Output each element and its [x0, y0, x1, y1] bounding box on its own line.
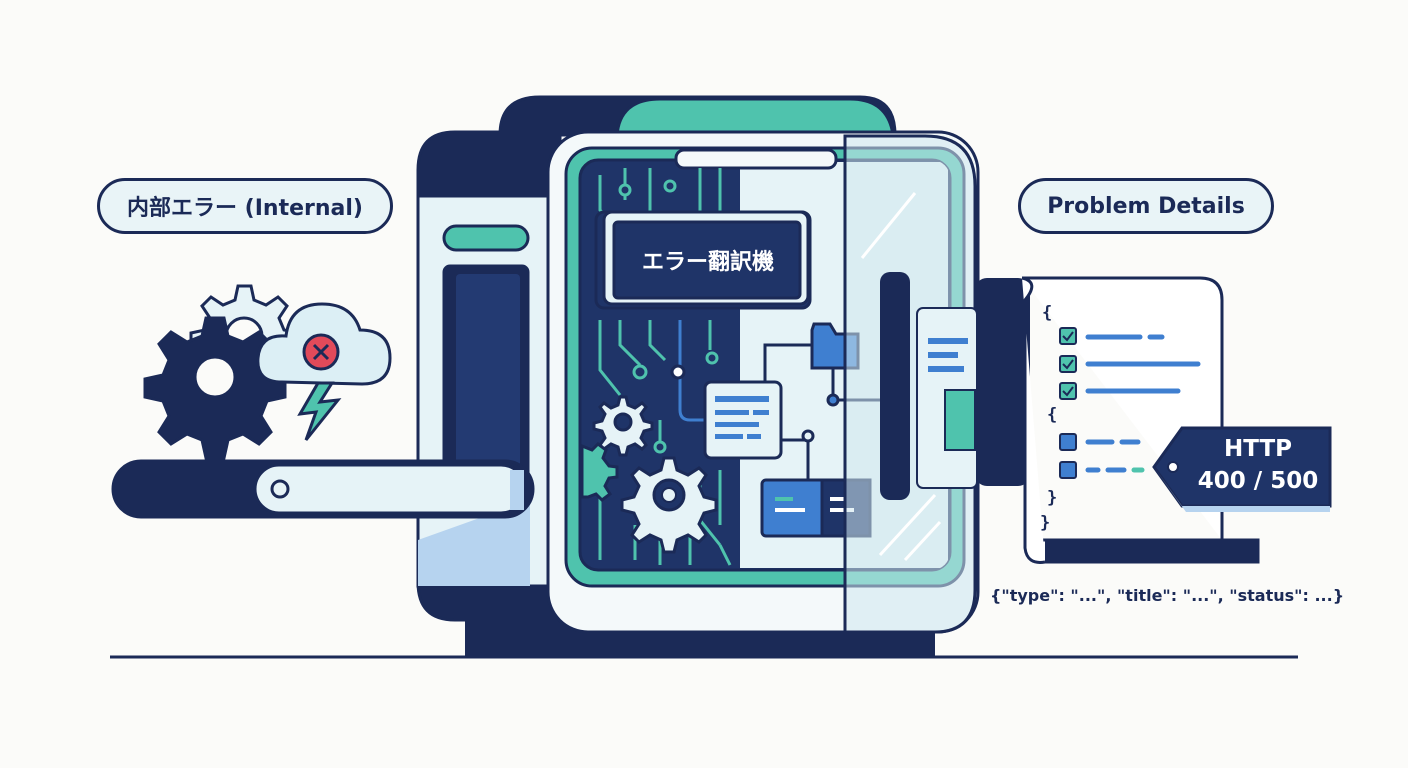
output-label: Problem Details	[1018, 178, 1274, 234]
input-conveyor	[111, 459, 535, 519]
checkbox-icon	[1059, 327, 1077, 345]
input-label: 内部エラー (Internal)	[97, 178, 393, 234]
machine-title: エラー翻訳機	[641, 250, 774, 275]
checkbox-icon	[1059, 355, 1077, 373]
bracket-open: {	[1042, 303, 1052, 323]
machine-body	[416, 95, 935, 656]
http-tag-line1: HTTP	[1223, 436, 1292, 462]
gear-icon	[580, 442, 619, 502]
gear-icon	[620, 456, 718, 554]
bracket-open-inner: {	[1047, 405, 1057, 425]
checklist	[1059, 327, 1201, 479]
gear-icon	[592, 395, 654, 457]
cloud-error-icon	[256, 302, 392, 386]
bracket-close-inner: }	[1047, 488, 1057, 508]
square-icon	[1059, 433, 1077, 451]
lightning-icon	[297, 381, 342, 441]
glass-panel	[843, 134, 977, 634]
square-icon	[1059, 461, 1077, 479]
machine-label-plate	[594, 210, 812, 310]
checkbox-icon	[1059, 382, 1077, 400]
json-brackets: { { } }	[1040, 303, 1057, 533]
bracket-close: }	[1040, 513, 1050, 533]
http-tag-line2: 400 / 500	[1197, 468, 1319, 494]
tag-icon	[1152, 426, 1332, 512]
json-sample: {"type": "...", "title": "...", "status"…	[990, 586, 1345, 605]
gear-icon	[143, 316, 287, 460]
http-tag-text: HTTP 400 / 500	[1188, 433, 1328, 497]
document-icon	[703, 380, 783, 460]
